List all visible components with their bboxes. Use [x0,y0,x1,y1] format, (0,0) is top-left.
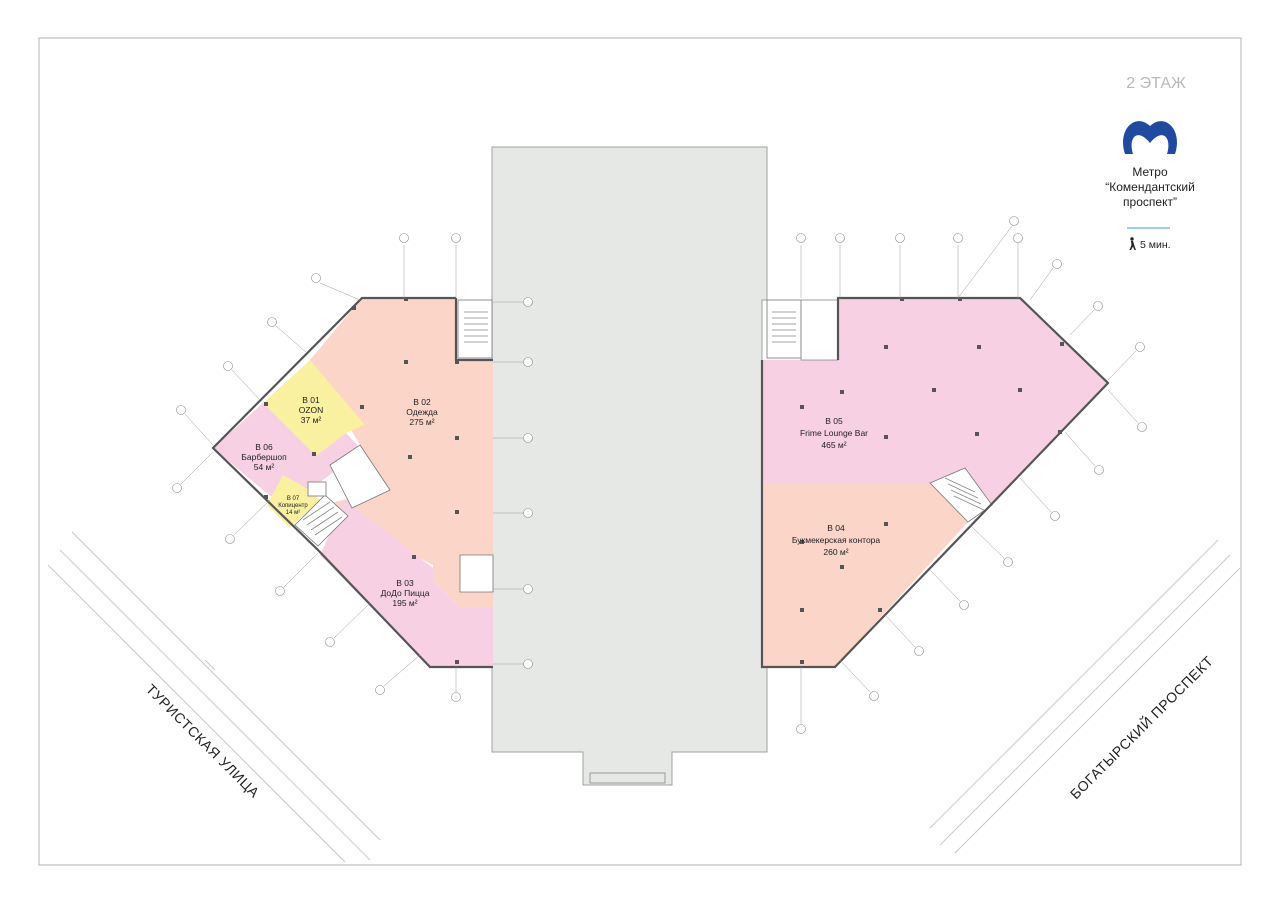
right-stair-mid-steps [944,477,985,511]
svg-text:Копицентр: Копицентр [278,503,308,509]
unit-b05-label: B 05 Frime Lounge Bar 465 м² [800,416,868,450]
svg-text:465 м²: 465 м² [821,440,846,450]
columns [264,297,1064,664]
left-stair-bottom [294,494,349,547]
walk-time: 5 мин. [1140,239,1171,251]
street-left-lines [47,531,381,863]
unit-b06-area [213,403,362,500]
left-core [329,444,391,509]
svg-text:Барбершоп: Барбершоп [241,452,287,462]
svg-text:B 01: B 01 [302,395,320,405]
unit-b06-label: B 06 Барбершоп 54 м² [241,442,287,472]
central-gallery [491,146,768,786]
left-stair-top [457,299,493,359]
svg-text:B 05: B 05 [825,416,843,426]
unit-b03-area [320,500,493,667]
svg-text:14 м²: 14 м² [286,510,300,516]
svg-text:B 04: B 04 [827,523,845,533]
unit-b03-label: B 03 ДоДо Пицца 195 м² [381,578,430,608]
svg-text:195 м²: 195 м² [392,598,417,608]
svg-text:B 03: B 03 [396,578,414,588]
svg-text:54 м²: 54 м² [254,462,275,472]
unit-b01-area [263,360,365,456]
unit-b05-area [762,298,1108,505]
right-stair-top-steps [772,311,796,343]
unit-b01-label: B 01 OZON 37 м² [299,395,324,425]
pedestrian-icon [1129,237,1136,250]
right-stair-top [766,299,802,359]
svg-text:Букмекерская контора: Букмекерская контора [792,535,881,545]
street-left-label: ТУРИСТСКАЯ УЛИЦА [143,681,263,801]
metro-logo-icon [1123,121,1177,154]
svg-text:260 м²: 260 м² [823,547,848,557]
left-stair-top-steps [464,311,488,343]
street-right-label: БОГАТЫРСКИЙ ПРОСПЕКТ [1066,652,1216,802]
metro-station-line2: “Комендантский [1105,180,1195,194]
metro-station-line3: проспект” [1123,195,1177,209]
right-lobby [800,299,839,361]
left-lift [307,481,327,497]
unit-b07-label: B 07 Копицентр 14 м² [278,496,308,516]
plan-frame [38,37,1242,866]
svg-text:B 02: B 02 [413,397,431,407]
left-wc-block [459,554,494,593]
right-wing-walls [760,296,1110,669]
svg-text:B 06: B 06 [255,442,273,452]
svg-text:ДоДо Пицца: ДоДо Пицца [381,588,430,598]
svg-text:OZON: OZON [299,405,324,415]
svg-text:37 м²: 37 м² [301,415,322,425]
svg-text:Frime Lounge Bar: Frime Lounge Bar [800,428,868,438]
floor-title: 2 ЭТАЖ [1126,75,1186,92]
svg-text:Одежда: Одежда [406,407,438,417]
unit-b04-area [762,483,968,667]
street-right-lines [929,539,1241,854]
left-stair-bottom-steps [302,501,343,536]
svg-text:B 07: B 07 [287,496,300,502]
gallery-entrance [589,772,666,784]
axis-markers [172,216,1147,734]
unit-b02-label: B 02 Одежда 275 м² [406,397,438,427]
metro-station-line1: Метро [1132,165,1168,179]
svg-text:275 м²: 275 м² [409,417,434,427]
unit-b04-label: B 04 Букмекерская контора 260 м² [792,523,881,557]
unit-b02-area [310,298,493,607]
